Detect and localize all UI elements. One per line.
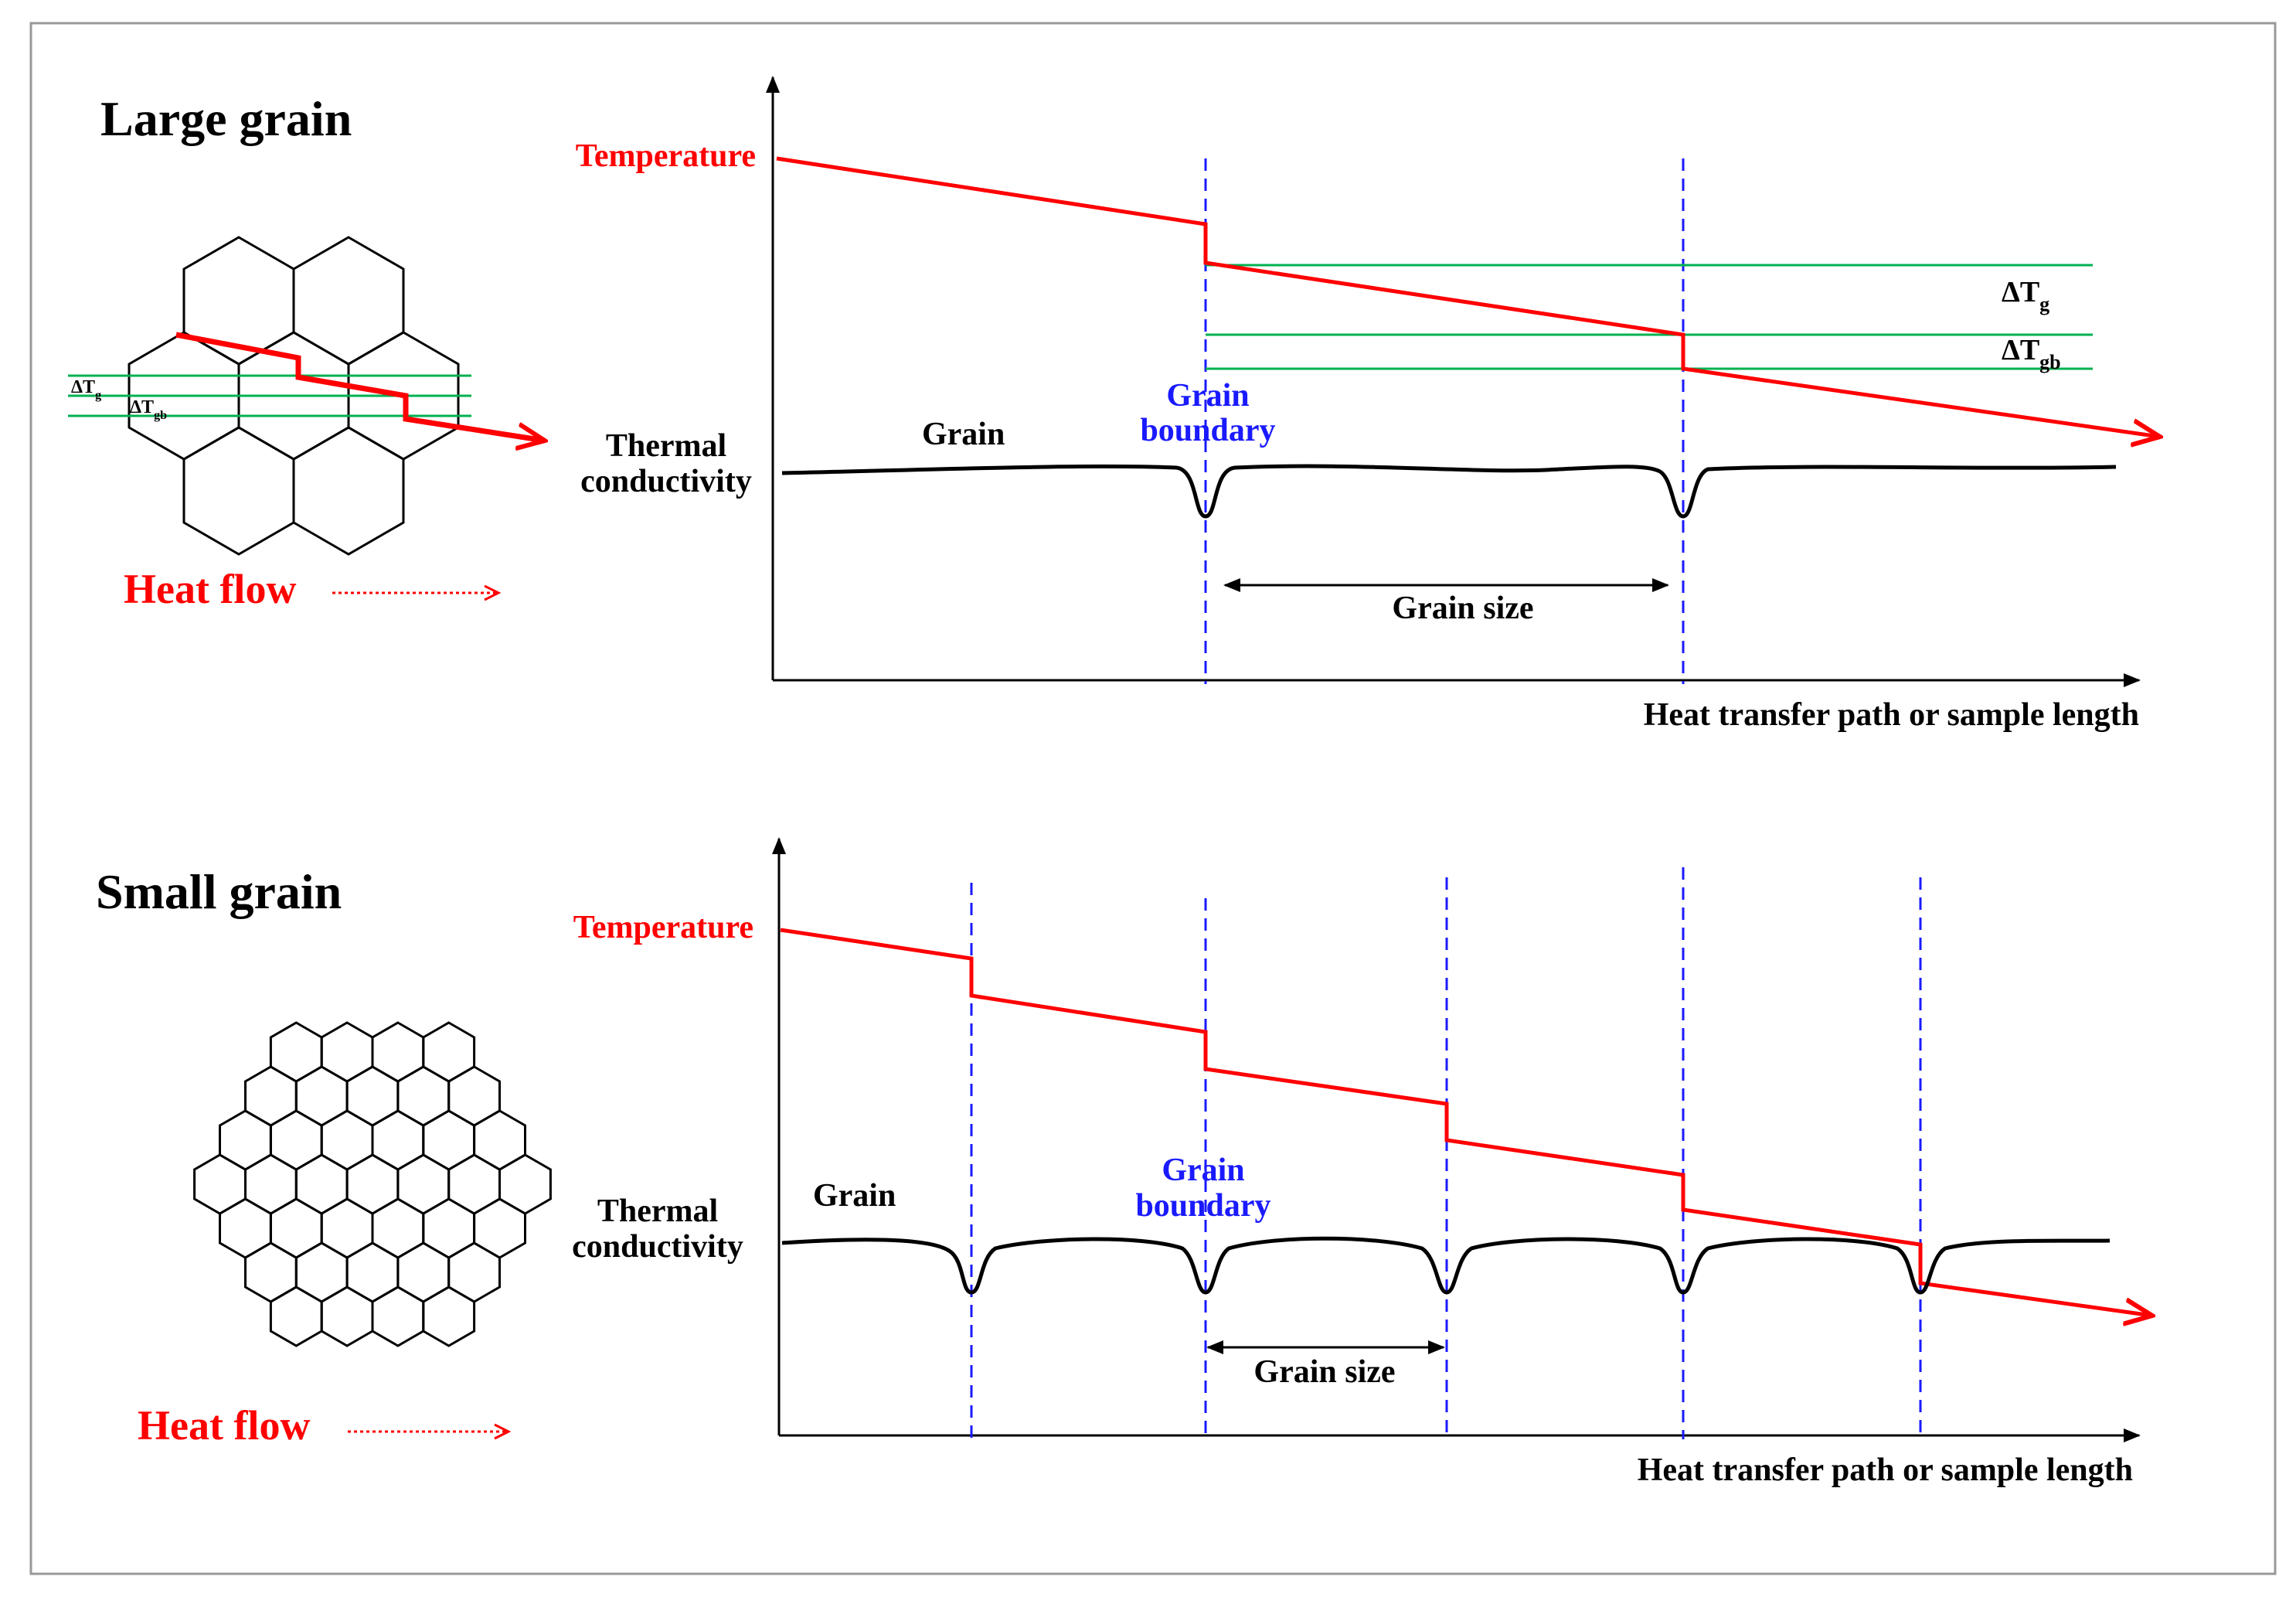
small-grain-hexagon bbox=[269, 1197, 323, 1259]
small-grain-hexagon bbox=[244, 1065, 298, 1127]
bottom-x-axis-label: Heat transfer path or sample length bbox=[1638, 1452, 2133, 1488]
bottom-temperature-line bbox=[780, 928, 2152, 1316]
large-grain-hexagon bbox=[182, 426, 295, 556]
figure-frame bbox=[29, 22, 2277, 1575]
small-grain-hexagon bbox=[422, 1021, 476, 1083]
small-grain-hexagon bbox=[294, 1065, 349, 1127]
schematic-delta-tg: ΔTg bbox=[71, 377, 101, 402]
large-grain-hexagon bbox=[292, 236, 405, 366]
small-grain-hexagon bbox=[371, 1285, 425, 1347]
small-grain-hexagon bbox=[473, 1197, 526, 1259]
bottom-boundary-label-2: boundary bbox=[1135, 1188, 1270, 1224]
small-grain-hexagon bbox=[447, 1241, 501, 1303]
top-conductivity-label-1: Thermal bbox=[606, 428, 726, 464]
small-grain-hexagon bbox=[345, 1241, 400, 1303]
top-x-axis-label: Heat transfer path or sample length bbox=[1644, 697, 2139, 733]
small-grain-hexagon bbox=[422, 1197, 476, 1259]
small-grain-hexagon bbox=[371, 1197, 425, 1259]
small-grain-hexagon bbox=[396, 1065, 451, 1127]
small-grain-hexagon bbox=[422, 1285, 476, 1347]
schematic-temperature-path bbox=[175, 332, 545, 441]
large-grain-hexagons bbox=[128, 236, 460, 556]
small-grain-hexagon bbox=[422, 1109, 476, 1171]
bottom-conductivity-label-1: Thermal bbox=[597, 1193, 718, 1229]
large-grain-title: Large grain bbox=[100, 91, 352, 146]
large-heat-flow-label: Heat flow bbox=[124, 566, 296, 612]
top-temperature-line bbox=[776, 156, 2160, 437]
top-grain-size-label: Grain size bbox=[1392, 591, 1533, 626]
small-grain-hexagon bbox=[320, 1021, 374, 1083]
top-grain-label: Grain bbox=[922, 417, 1005, 452]
bottom-boundary-lines bbox=[970, 867, 1922, 1439]
small-grain-hexagon bbox=[193, 1153, 247, 1215]
small-grain-hexagon bbox=[345, 1065, 400, 1127]
bottom-grain-label: Grain bbox=[813, 1178, 896, 1214]
schematic-delta-tgb: ΔTgb bbox=[130, 397, 167, 422]
small-grain-hexagon bbox=[473, 1109, 526, 1171]
small-grain-hexagon bbox=[371, 1021, 425, 1083]
small-grain-panel: Small grain Heat flow Grain size Tempera… bbox=[96, 837, 2152, 1488]
small-grain-hexagons bbox=[193, 1021, 552, 1347]
small-grain-hexagon bbox=[396, 1153, 451, 1215]
top-conductivity-curve bbox=[781, 464, 2117, 519]
large-grain-hexagon bbox=[292, 426, 405, 556]
bottom-conductivity-label-2: conductivity bbox=[572, 1229, 743, 1265]
bottom-temperature-label: Temperature bbox=[573, 910, 753, 945]
top-conductivity-label-2: conductivity bbox=[580, 464, 752, 499]
small-grain-hexagon bbox=[269, 1021, 323, 1083]
small-grain-hexagon bbox=[447, 1153, 501, 1215]
small-grain-hexagon bbox=[269, 1285, 323, 1347]
small-grain-hexagon bbox=[345, 1153, 400, 1215]
small-grain-hexagon bbox=[269, 1109, 323, 1171]
top-delta-tgb-label: ΔTgb bbox=[2002, 334, 2061, 373]
small-grain-hexagon bbox=[320, 1197, 374, 1259]
small-grain-hexagon bbox=[498, 1153, 552, 1215]
bottom-grain-size-label: Grain size bbox=[1253, 1354, 1395, 1390]
bottom-conductivity-curve bbox=[781, 1236, 2111, 1295]
top-temperature-label: Temperature bbox=[576, 138, 756, 174]
small-grain-title: Small grain bbox=[96, 864, 342, 919]
top-delta-tg-label: ΔTg bbox=[2002, 276, 2049, 315]
bottom-boundary-label-1: Grain bbox=[1162, 1153, 1244, 1188]
small-grain-hexagon bbox=[320, 1109, 374, 1171]
small-grain-hexagon bbox=[447, 1065, 501, 1127]
small-grain-hexagon bbox=[294, 1153, 349, 1215]
small-grain-hexagon bbox=[244, 1153, 298, 1215]
large-grain-panel: Large grain ΔTg ΔTgb Heat flow bbox=[68, 76, 2160, 733]
small-heat-flow-label: Heat flow bbox=[138, 1402, 310, 1449]
small-grain-hexagon bbox=[396, 1241, 451, 1303]
top-boundary-label-1: Grain bbox=[1166, 378, 1249, 414]
top-boundary-label-2: boundary bbox=[1140, 413, 1275, 448]
small-grain-hexagon bbox=[294, 1241, 349, 1303]
top-delta-lines bbox=[1206, 264, 2093, 370]
small-grain-hexagon bbox=[320, 1285, 374, 1347]
small-grain-hexagon bbox=[219, 1197, 272, 1259]
small-grain-hexagon bbox=[371, 1109, 425, 1171]
small-grain-hexagon bbox=[244, 1241, 298, 1303]
small-grain-hexagon bbox=[219, 1109, 272, 1171]
